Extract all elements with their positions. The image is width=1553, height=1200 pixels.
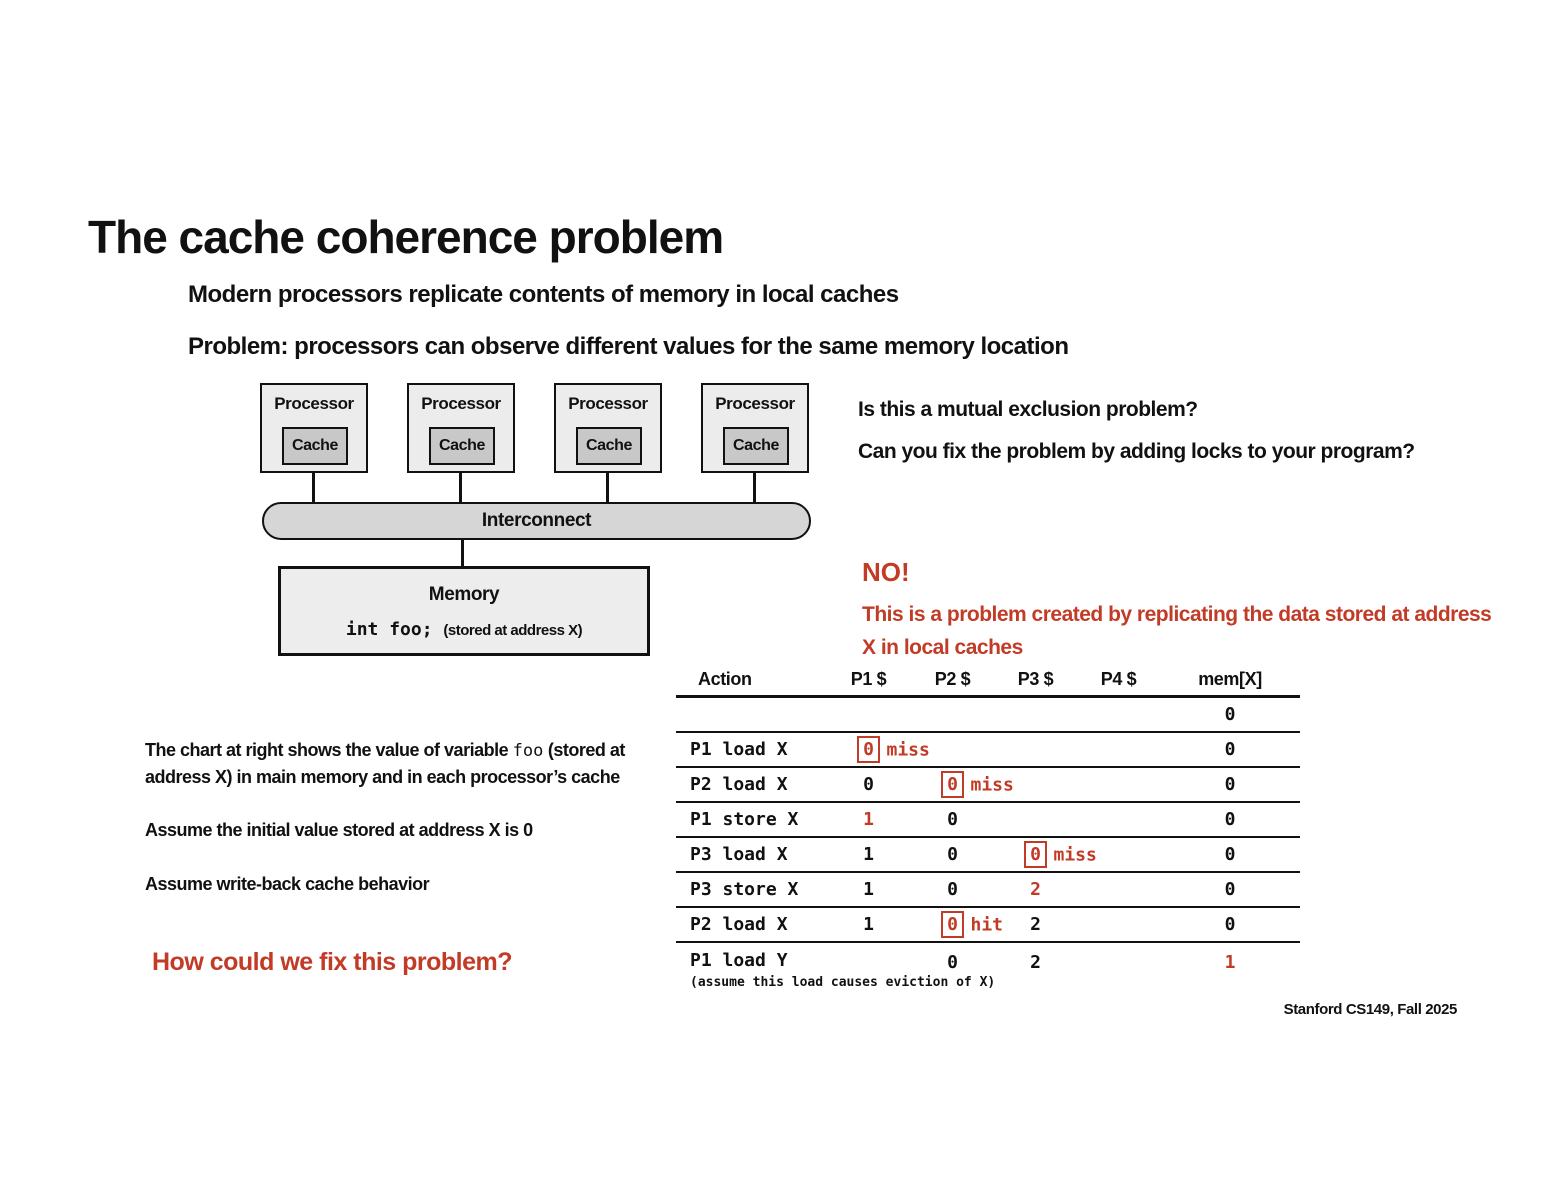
- connector-line: [461, 538, 464, 568]
- subtitle-replication: Modern processors replicate contents of …: [188, 281, 899, 308]
- column-header-p4: P4 $: [1100, 669, 1137, 689]
- column-header-action: Action: [698, 669, 752, 689]
- boxed-value: 0: [941, 771, 964, 798]
- boxed-value: 0: [857, 736, 880, 763]
- cache-box: Cache: [723, 427, 789, 465]
- connector-line: [606, 471, 609, 503]
- note-chart-description: The chart at right shows the value of va…: [145, 737, 665, 790]
- connector-line: [312, 471, 315, 503]
- memory-code: int foo; (stored at address X): [281, 619, 647, 640]
- processor-box-3: Processor Cache: [554, 383, 662, 473]
- action-label: P1 load Y: [690, 950, 788, 971]
- boxed-value: 0: [1024, 841, 1047, 868]
- answer-headline: NO!: [862, 557, 910, 587]
- eviction-note: (assume this load causes eviction of X): [690, 975, 996, 990]
- course-footer: Stanford CS149, Fall 2025: [1283, 1001, 1458, 1018]
- miss-tag: miss: [970, 774, 1014, 795]
- note-chart-line-1: The chart at right shows the value of va…: [145, 740, 625, 761]
- memory-label: Memory: [428, 584, 500, 605]
- note-chart-line-2: address X) in main memory and in each pr…: [145, 767, 620, 787]
- table-row-p3-store-x: P3 store X 1 0 2 0: [676, 873, 1300, 908]
- cache-box: Cache: [576, 427, 642, 465]
- table-header-row: Action P1 $ P2 $ P3 $ P4 $ mem[X]: [676, 664, 1300, 698]
- question-mutual-exclusion: Is this a mutual exclusion problem?: [858, 398, 1198, 421]
- memory-box: Memory int foo; (stored at address X): [278, 566, 650, 656]
- cache-box: Cache: [282, 427, 348, 465]
- processor-label: Processor: [568, 394, 648, 413]
- answer-line-1: This is a problem created by replicating…: [862, 603, 1492, 626]
- processor-box-4: Processor Cache: [701, 383, 809, 473]
- connector-line: [753, 471, 756, 503]
- connector-line: [459, 471, 462, 503]
- miss-tag: miss: [1053, 844, 1097, 865]
- column-header-p1: P1 $: [850, 669, 887, 689]
- table-row-p1-store-x: P1 store X 1 0 0: [676, 803, 1300, 838]
- column-header-p3: P3 $: [1017, 669, 1054, 689]
- note-assume-writeback: Assume write-back cache behavior: [145, 874, 430, 894]
- page-title: The cache coherence problem: [88, 211, 724, 263]
- column-header-p2: P2 $: [934, 669, 971, 689]
- cache-state-table: Action P1 $ P2 $ P3 $ P4 $ mem[X] 0 P1 l…: [676, 664, 1300, 1005]
- foo-variable: foo: [512, 741, 544, 761]
- memory-code-note: (stored at address X): [443, 622, 583, 639]
- processor-label: Processor: [274, 394, 354, 413]
- hit-tag: hit: [970, 914, 1004, 935]
- subtitle-problem: Problem: processors can observe differen…: [188, 333, 1069, 360]
- processor-box-1: Processor Cache: [260, 383, 368, 473]
- note-assume-initial-value: Assume the initial value stored at addre…: [145, 820, 533, 840]
- table-row-initial: 0: [676, 698, 1300, 733]
- boxed-value: 0: [941, 911, 964, 938]
- cache-box: Cache: [429, 427, 495, 465]
- interconnect-bar: Interconnect: [262, 502, 811, 540]
- processor-box-2: Processor Cache: [407, 383, 515, 473]
- miss-tag: miss: [886, 739, 930, 760]
- processor-label: Processor: [715, 394, 795, 413]
- table-row-p1-load-y: P1 load Y (assume this load causes evict…: [690, 950, 1236, 990]
- processor-label: Processor: [421, 394, 501, 413]
- column-header-mem: mem[X]: [1198, 669, 1262, 689]
- fix-question: How could we fix this problem?: [152, 948, 513, 976]
- memory-code-decl: int foo;: [345, 619, 433, 640]
- answer-explanation: This is a problem created by replicating…: [862, 598, 1492, 664]
- question-locks: Can you fix the problem by adding locks …: [858, 440, 1415, 463]
- answer-line-2: X in local caches: [862, 636, 1023, 659]
